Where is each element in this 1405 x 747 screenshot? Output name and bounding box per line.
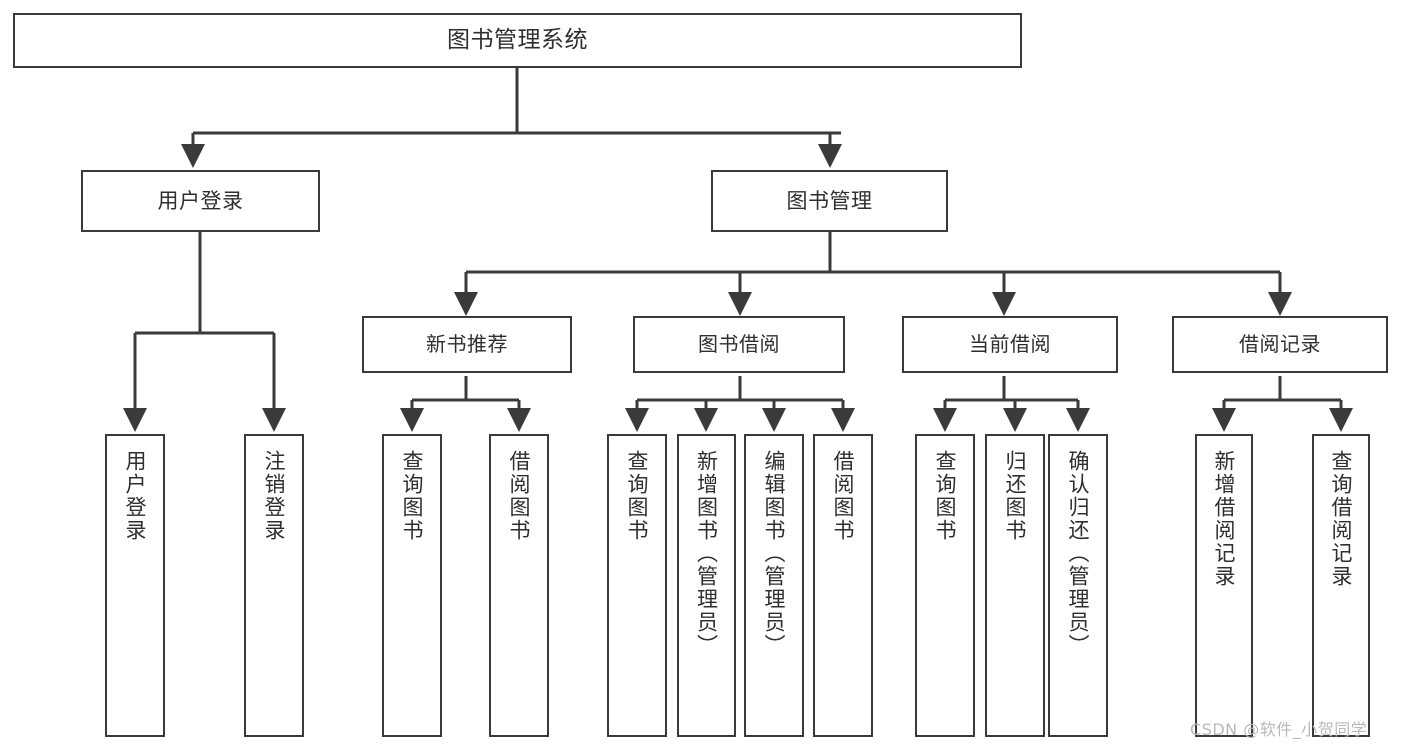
node-user-login[interactable]: 用户登录: [81, 170, 320, 232]
leaf-query-book-nb[interactable]: 查询图书: [382, 434, 442, 737]
leaf-query-borrow-record[interactable]: 查询借阅记录: [1312, 434, 1370, 737]
leaf-query-book-nb-label: 查询图书: [400, 450, 425, 542]
node-new-book-recommend-label: 新书推荐: [426, 331, 508, 356]
leaf-return-book[interactable]: 归还图书: [985, 434, 1045, 737]
leaf-query-book-cb-label: 查询图书: [933, 450, 958, 542]
node-borrow-record-label: 借阅记录: [1239, 331, 1321, 356]
leaf-add-borrow-record[interactable]: 新增借阅记录: [1195, 434, 1253, 737]
leaf-query-book-bb-label: 查询图书: [625, 450, 650, 542]
leaf-query-borrow-record-label: 查询借阅记录: [1329, 450, 1354, 588]
leaf-user-login[interactable]: 用户登录: [105, 434, 165, 737]
node-book-borrow[interactable]: 图书借阅: [633, 316, 845, 373]
node-book-manage-label: 图书管理: [786, 188, 873, 213]
leaf-borrow-book-bb[interactable]: 借阅图书: [813, 434, 873, 737]
leaf-query-book-cb[interactable]: 查询图书: [915, 434, 975, 737]
leaf-add-book-admin[interactable]: 新增图书（管理员）: [677, 434, 736, 737]
leaf-edit-book-admin[interactable]: 编辑图书（管理员）: [744, 434, 804, 737]
leaf-edit-book-admin-label: 编辑图书（管理员）: [762, 450, 787, 657]
leaf-borrow-book-nb-label: 借阅图书: [507, 450, 532, 542]
node-new-book-recommend[interactable]: 新书推荐: [362, 316, 572, 373]
leaf-query-book-bb[interactable]: 查询图书: [607, 434, 667, 737]
leaf-confirm-return-admin-label: 确认归还（管理员）: [1066, 450, 1091, 657]
node-root[interactable]: 图书管理系统: [13, 13, 1022, 68]
node-book-borrow-label: 图书借阅: [698, 331, 780, 356]
leaf-add-book-admin-label: 新增图书（管理员）: [694, 450, 719, 657]
node-book-manage[interactable]: 图书管理: [711, 170, 948, 232]
node-current-borrow[interactable]: 当前借阅: [902, 316, 1118, 373]
leaf-return-book-label: 归还图书: [1003, 450, 1028, 542]
leaf-logout-label: 注销登录: [262, 450, 287, 542]
leaf-confirm-return-admin[interactable]: 确认归还（管理员）: [1048, 434, 1108, 737]
node-user-login-label: 用户登录: [157, 188, 244, 213]
leaf-user-login-label: 用户登录: [123, 450, 148, 542]
leaf-borrow-book-nb[interactable]: 借阅图书: [489, 434, 549, 737]
node-current-borrow-label: 当前借阅: [969, 331, 1051, 356]
leaf-borrow-book-bb-label: 借阅图书: [831, 450, 856, 542]
node-root-label: 图书管理系统: [447, 26, 588, 53]
csdn-watermark: CSDN @软件_小贺同学: [1190, 720, 1368, 739]
node-borrow-record[interactable]: 借阅记录: [1172, 316, 1388, 373]
leaf-logout[interactable]: 注销登录: [244, 434, 304, 737]
leaf-add-borrow-record-label: 新增借阅记录: [1212, 450, 1237, 588]
